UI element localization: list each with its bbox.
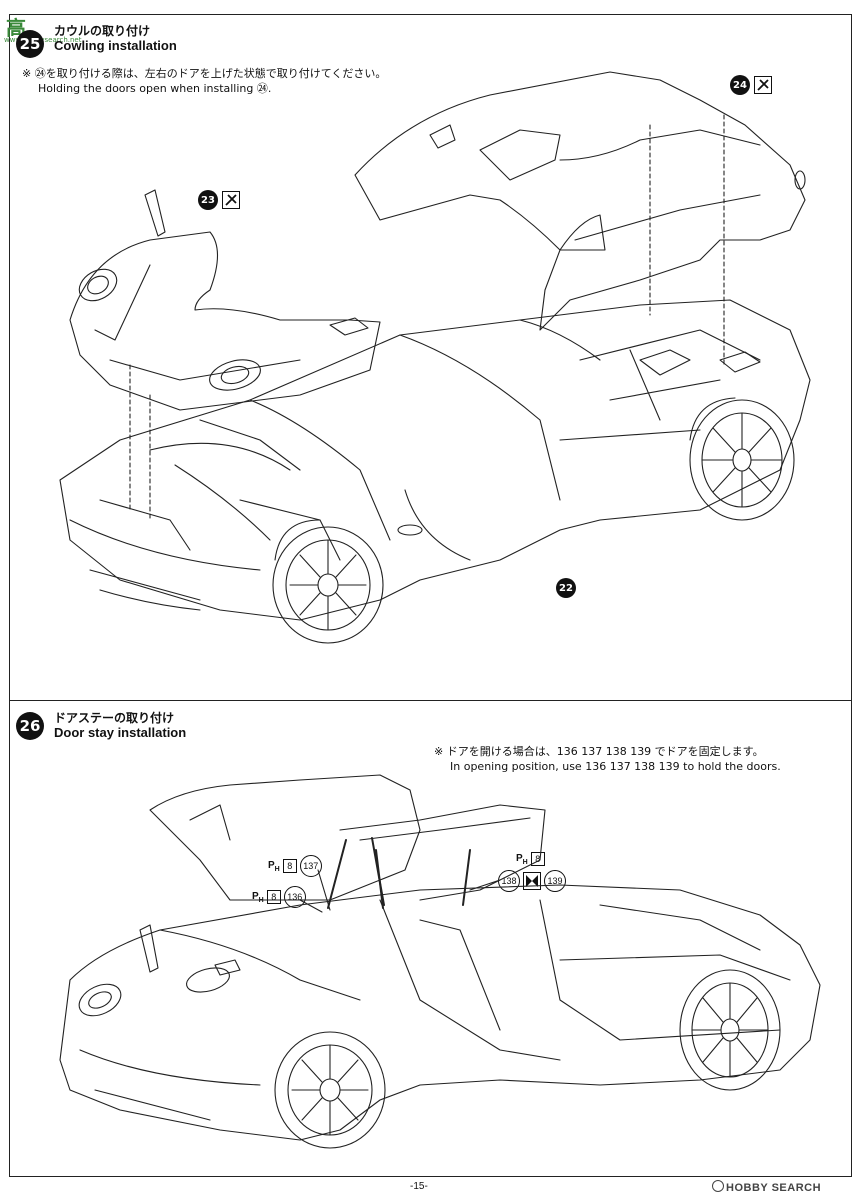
front-wheel-step26: [274, 1031, 386, 1149]
glue-icon: [754, 76, 772, 94]
step-26-note-en: In opening position, use 136 137 138 139…: [450, 760, 781, 773]
front-wheel-step25: [272, 519, 384, 644]
ref-paint-138-139: PH 8: [516, 852, 545, 866]
paint-code: PH: [268, 859, 280, 873]
step-26-number: 26: [16, 712, 44, 740]
source-credit-text: HOBBY SEARCH: [726, 1182, 822, 1194]
rear-wheel-step26: [679, 969, 781, 1091]
step-divider: [9, 700, 852, 701]
part-137-circle: 137: [299, 855, 322, 877]
step-26-title-en: Door stay installation: [54, 725, 187, 740]
step-25-title-jp: カウルの取り付け: [54, 24, 151, 38]
paint-code: PH: [516, 852, 528, 866]
paint-box: 8: [530, 852, 545, 866]
rear-cowl-part-24: [354, 71, 806, 331]
source-credit: HOBBY SEARCH: [712, 1180, 821, 1194]
paint-box: 8: [282, 859, 297, 873]
part-24-callout: 24: [730, 75, 772, 95]
install-guide-lines: [129, 114, 725, 521]
car-body-drawing: [59, 299, 811, 621]
page-number: -15-: [410, 1181, 428, 1192]
rear-wheel-step25: [689, 397, 795, 521]
part-24-number: 24: [730, 75, 750, 95]
step-25-number: 25: [16, 30, 44, 58]
part-22-callout: 22: [556, 578, 576, 598]
open-door-car-drawing: [59, 884, 821, 1141]
step-25-title-en: Cowling installation: [54, 38, 177, 53]
step-26-title-jp: ドアステーの取り付け: [54, 711, 175, 725]
ref-part-137: PH 8 137: [268, 855, 322, 877]
paint-box: 8: [266, 890, 281, 904]
step-25-note-en: Holding the doors open when installing ㉔…: [38, 82, 272, 95]
gullwing-doors: [149, 774, 546, 901]
ref-part-136: PH 8 136: [252, 886, 306, 908]
leader-lines-step26: [299, 869, 501, 913]
glue-icon: [222, 191, 240, 209]
instruction-frame: [9, 14, 852, 1177]
hobby-search-logo-icon: [712, 1180, 724, 1192]
step-26-note-jp: ※ ドアを開ける場合は、136 137 138 139 でドアを固定します。: [434, 745, 764, 758]
part-23-number: 23: [198, 190, 218, 210]
part-139-circle: 139: [544, 870, 566, 892]
part-136-circle: 136: [283, 886, 306, 908]
door-stays: [327, 837, 471, 909]
step-25-note-jp: ※ ㉔を取り付ける際は、左右のドアを上げた状態で取り付けてください。: [22, 67, 387, 80]
part-22-number: 22: [556, 578, 576, 598]
part-23-callout: 23: [198, 190, 240, 210]
front-hood-part-23: [69, 189, 381, 411]
